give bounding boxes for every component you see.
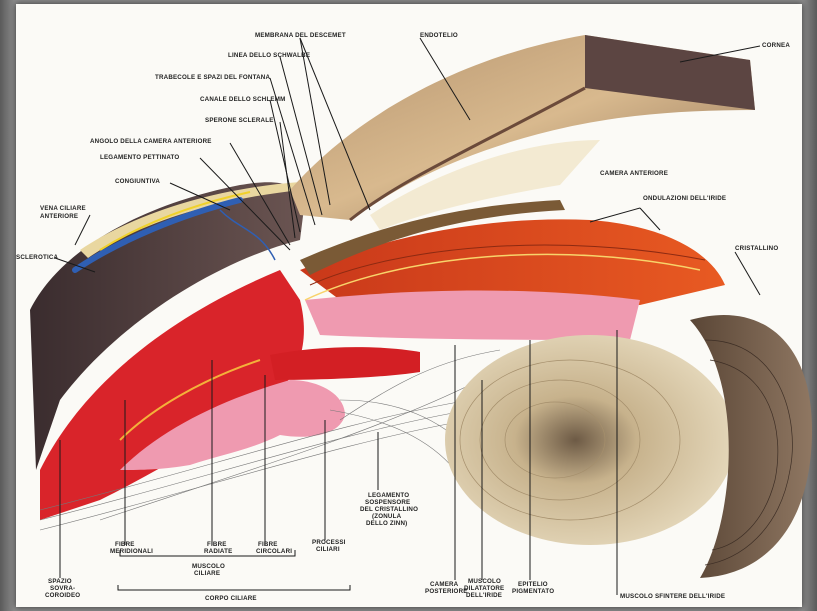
label-sclerotica: SCLEROTICA [16,254,59,261]
label-muscolo-ciliare-1: MUSCOLO [192,563,225,570]
label-muscolo-dilatatore-2: DILATATORE [464,585,504,592]
label-fibre-circolari-2: CIRCOLARI [256,548,292,555]
label-muscolo-dilatatore-1: MUSCOLO [468,578,501,585]
label-legamento-sospensore-1: LEGAMENTO [368,492,409,499]
label-trabecole: TRABECOLE E SPAZI DEL FONTANA [155,74,270,81]
label-muscolo-dilatatore-3: DELL'IRIDE [466,592,502,599]
label-processi-ciliari-1: PROCESSI [312,539,346,546]
label-vena-ciliare-2: ANTERIORE [40,213,78,220]
label-linea-schwalbe: LINEA DELLO SCHWALBE [228,52,310,59]
label-processi-ciliari-2: CILIARI [316,546,340,553]
label-fibre-radiate-2: RADIATE [204,548,232,555]
label-fibre-radiate-1: FIBRE [207,541,227,548]
label-legamento-sospensore-3: DEL CRISTALLINO [360,506,418,513]
label-camera-anteriore: CAMERA ANTERIORE [600,170,668,177]
label-sperone-sclerale: SPERONE SCLERALE [205,117,274,124]
label-legamento-sospensore-4: (ZONULA [372,513,402,520]
bracket-corpo-ciliare [118,585,350,590]
label-camera-posteriore-2: POSTERIORE [425,588,468,595]
label-epitelio-pigmentato-2: PIGMENTATO [512,588,554,595]
label-canale-schlemm: CANALE DELLO SCHLEMM [200,96,285,103]
label-congiuntiva: CONGIUNTIVA [115,178,160,185]
lens-shape [445,335,735,545]
label-muscolo-sfintere: MUSCOLO SFINTERE DELL'IRIDE [620,593,725,600]
label-cornea: CORNEA [762,42,790,49]
label-vena-ciliare-1: VENA CILIARE [40,205,86,212]
label-muscolo-ciliare-2: CILIARE [194,570,220,577]
label-angolo-camera: ANGOLO DELLA CAMERA ANTERIORE [90,138,212,145]
label-endotelio: ENDOTELIO [420,32,458,39]
label-legamento-pettinato: LEGAMENTO PETTINATO [100,154,179,161]
label-cristallino: CRISTALLINO [735,245,778,252]
label-spazio-1: SPAZIO [48,578,72,585]
label-camera-posteriore-1: CAMERA [430,581,459,588]
label-epitelio-pigmentato-1: EPITELIO [518,581,548,588]
label-fibre-meridionali-2: MERIDIONALI [110,548,153,555]
label-fibre-circolari-1: FIBRE [258,541,278,548]
label-corpo-ciliare: CORPO CILIARE [205,595,257,602]
label-spazio-2: SOVRA- [50,585,75,592]
label-ondulazioni-iride: ONDULAZIONI DELL'IRIDE [643,195,726,202]
label-legamento-sospensore-5: DELLO ZINN) [366,520,407,527]
label-fibre-meridionali-1: FIBRE [115,541,135,548]
label-legamento-sospensore-2: SOSPENSORE [365,499,410,506]
label-membrana-descemet: MEMBRANA DEL DESCEMET [255,32,346,39]
label-spazio-3: COROIDEO [45,592,80,599]
